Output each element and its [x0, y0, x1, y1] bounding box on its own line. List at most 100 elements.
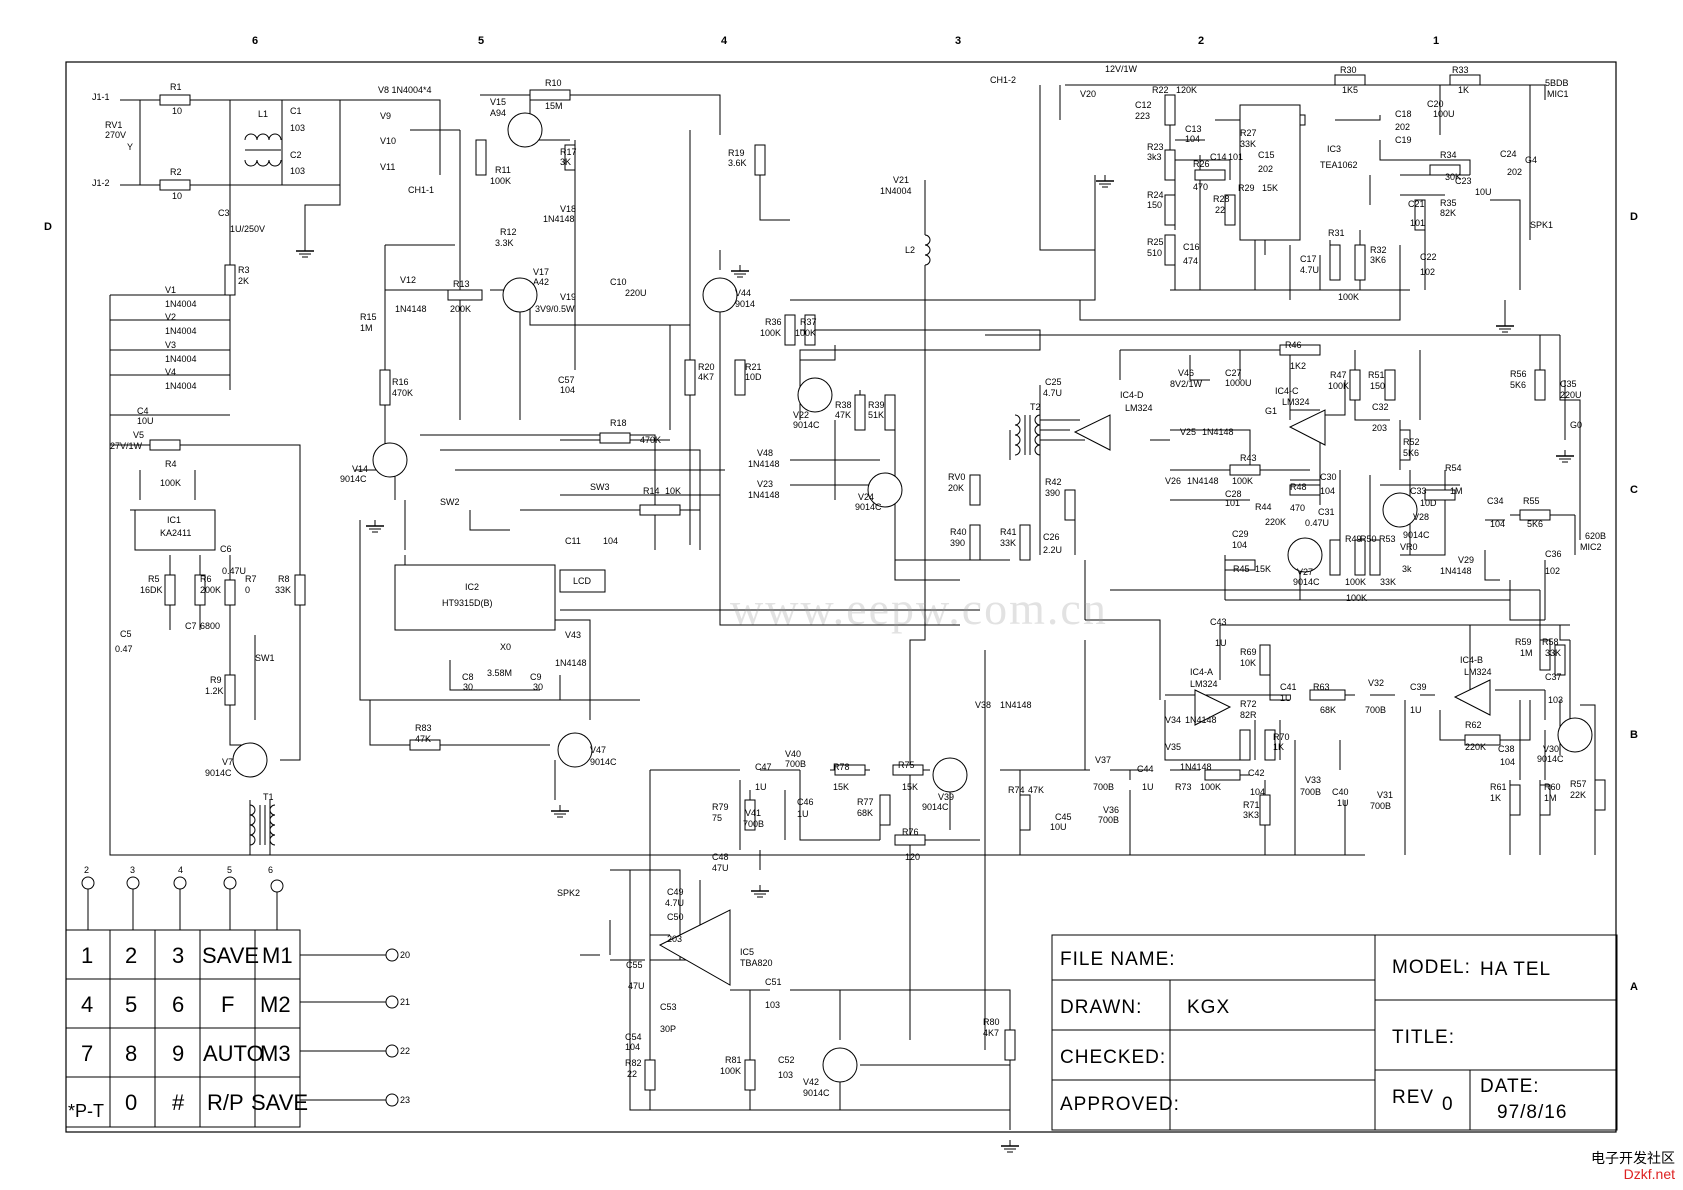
label-r5: R5 [148, 574, 160, 584]
label-r71-value: 3K3 [1243, 810, 1259, 820]
label-r17-value: 3K [560, 157, 571, 167]
label-pin-23: 23 [400, 1095, 410, 1105]
label-ic4c: IC4-C [1275, 386, 1299, 396]
label-r8-value: 33K [275, 585, 291, 595]
label-ic5: IC5 [740, 947, 754, 957]
label-c23: C23 [1455, 176, 1472, 186]
label-r43: R43 [1240, 453, 1257, 463]
label-v48-value: 1N4148 [748, 459, 780, 469]
label-v34: V34 [1165, 715, 1181, 725]
label-c33: C33 [1410, 486, 1427, 496]
label-r71: R71 [1243, 800, 1260, 810]
label-r34: R34 [1440, 150, 1457, 160]
label-c44: C44 [1137, 764, 1154, 774]
label-r24: R24 [1147, 190, 1164, 200]
tb-date-label: DATE: [1480, 1076, 1540, 1097]
label-r29: R29 [1238, 183, 1255, 193]
label-c39: C39 [1410, 682, 1427, 692]
label-r49-value: 100K [1345, 577, 1366, 587]
label-r81: R81 [725, 1055, 742, 1065]
label-c28: C28 [1225, 489, 1242, 499]
label-v12-value: 1N4148 [395, 304, 427, 314]
label-r21: R21 [745, 362, 762, 372]
row-a-right: A [1630, 981, 1638, 993]
key-6: 6 [172, 992, 184, 1017]
label-r42-value: 390 [1045, 488, 1060, 498]
inductor-l2 [924, 234, 931, 266]
label-r61: R61 [1490, 782, 1507, 792]
label-r18: R18 [610, 418, 627, 428]
label-c38-value: 104 [1500, 757, 1515, 767]
label-c50-value: 203 [667, 934, 682, 944]
label-v18-value: 1N4148 [543, 214, 575, 224]
label-v33: V33 [1305, 775, 1321, 785]
label-sw2: SW2 [440, 497, 460, 507]
label-v3-value: 1N4004 [165, 354, 197, 364]
label-v17-value: A42 [533, 277, 549, 287]
row-b-right: B [1630, 729, 1638, 741]
label-c27-value: 1000U [1225, 378, 1252, 388]
col-5: 5 [478, 35, 484, 47]
label-r36-value: 100K [760, 328, 781, 338]
col-6: 6 [252, 35, 258, 47]
label-pin-2: 2 [84, 865, 89, 875]
label-r81-value: 100K [720, 1066, 741, 1076]
label-r22: R22 [1152, 85, 1169, 95]
label-c6: C6 [220, 544, 232, 554]
label-v23: V23 [757, 479, 773, 489]
label-v22-value: 9014C [793, 420, 820, 430]
row-d-left: D [44, 221, 52, 233]
label-v46: V46 [1178, 368, 1194, 378]
label-c55-value: 47U [628, 981, 645, 991]
label-r57: R57 [1570, 779, 1587, 789]
label-r2: R2 [170, 167, 182, 177]
label-v35: V35 [1165, 742, 1181, 752]
label-r56-value: 5K6 [1510, 380, 1526, 390]
key-m3: M3 [260, 1041, 291, 1066]
label-r51: R51 [1368, 370, 1385, 380]
keypad: 1 2 3 SAVE M1 4 5 6 F M2 7 8 9 AUTO M3 *… [68, 943, 308, 1121]
label-v47: V47 [590, 745, 606, 755]
label-c14-value: 101 [1228, 152, 1243, 162]
label-v5-value: 27V/1W [110, 441, 143, 451]
label-c51: C51 [765, 977, 782, 987]
label-v21-value: 1N4004 [880, 186, 912, 196]
label-c51-value: 103 [765, 1000, 780, 1010]
label-c4-value: 10U [137, 416, 154, 426]
label-l1: L1 [258, 109, 268, 119]
label-v31-value: 700B [1370, 801, 1391, 811]
label-r16-value: 470K [392, 388, 413, 398]
label-c26-value: 2.2U [1043, 545, 1062, 555]
label-c48-value: 47U [712, 863, 729, 873]
label-r17: R17 [560, 147, 577, 157]
label-r55-value: 5K6 [1527, 519, 1543, 529]
label-r11: R11 [495, 165, 511, 175]
key-9: 9 [172, 1041, 184, 1066]
label-r1-value: 10 [172, 106, 182, 116]
label-r73-value: 100K [1200, 782, 1221, 792]
label-r73: R73 [1175, 782, 1192, 792]
label-v4: V4 [165, 367, 176, 377]
label-c2-value: 103 [290, 166, 305, 176]
label-c57-value: 104 [560, 385, 575, 395]
label-r51-value: 150 [1370, 381, 1385, 391]
label-r39: R39 [868, 400, 885, 410]
label-r33: R33 [1452, 65, 1469, 75]
label-spk1: SPK1 [1530, 220, 1553, 230]
label-v10: V10 [380, 136, 396, 146]
label-v41-value: 700B [743, 819, 764, 829]
corner-brand-bottom: Dzkf.net [1623, 1166, 1675, 1182]
label-v8: V8 1N4004*4 [378, 85, 432, 95]
label-r48-value: 470 [1290, 503, 1305, 513]
label-mic2: MIC2 [1580, 542, 1602, 552]
label-mic2-value: 620B [1585, 531, 1606, 541]
keypad-grid-lines [66, 930, 300, 1127]
label-v5: V5 [133, 430, 144, 440]
label-v27: V27 [1297, 567, 1313, 577]
label-v4-value: 1N4004 [165, 381, 197, 391]
grounds [295, 174, 1575, 1153]
label-r49: R49 [1345, 534, 1362, 544]
label-j1-2: J1-2 [92, 178, 110, 188]
label-r20: R20 [698, 362, 715, 372]
label-ic4a: IC4-A [1190, 667, 1213, 677]
